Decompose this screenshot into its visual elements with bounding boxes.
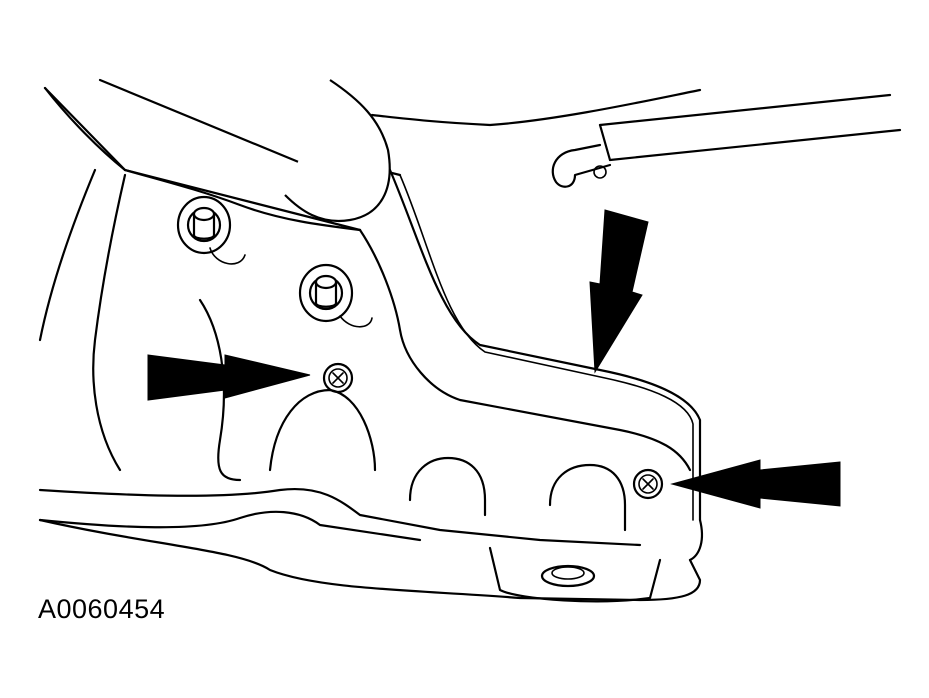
screw-left — [322, 362, 354, 394]
arrow-left-screw — [147, 354, 311, 401]
release-lever — [284, 79, 702, 223]
screw-right — [632, 468, 664, 500]
stud-lower — [298, 263, 373, 328]
stud-upper — [176, 195, 246, 265]
release-cable — [551, 93, 902, 188]
figure-id-label: A0060454 — [38, 594, 166, 624]
arrow-down-cable — [589, 209, 649, 374]
lower-panel — [38, 456, 704, 603]
arrow-right-screw — [670, 459, 841, 509]
